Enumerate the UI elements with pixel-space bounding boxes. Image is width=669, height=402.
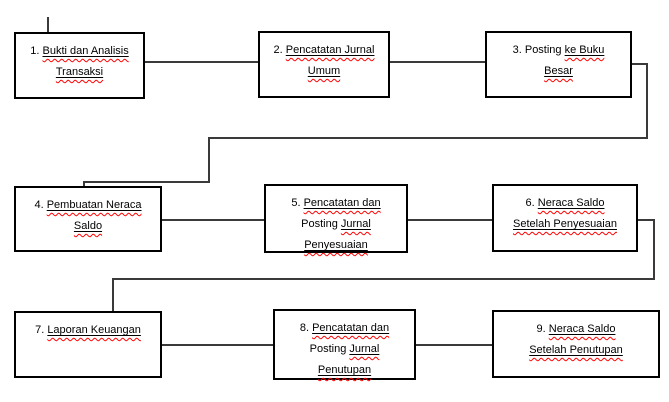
spellcheck-squiggle-text: Besar <box>544 65 573 77</box>
spellcheck-squiggle-text: Jurnal <box>340 218 371 230</box>
flow-box-text-line: Penutupan <box>275 360 414 381</box>
spellcheck-squiggle-text: Laporan Keuangan <box>47 324 141 336</box>
flow-box-text-line: Saldo <box>16 216 160 237</box>
flow-box-text-line: Posting Jurnal <box>266 214 406 235</box>
plain-text: 2. <box>273 44 286 56</box>
spellcheck-squiggle-text: Penutupan <box>317 364 372 376</box>
flow-box-7-laporan-keuangan[interactable]: 7. Laporan Keuangan <box>14 311 162 378</box>
underlined-misspelled-text: ke Buku <box>565 44 605 56</box>
underlined-misspelled-text: Pembuatan Neraca <box>47 199 142 211</box>
flow-box-text-line: 1. Bukti dan Analisis <box>16 41 143 62</box>
underlined-misspelled-text: Transaksi <box>56 66 103 78</box>
connector-6-7-seg2 <box>653 219 655 279</box>
flow-box-text-line: 8. Pencatatan dan <box>275 318 414 339</box>
underlined-misspelled-text: Pencatatan Jurnal <box>286 44 375 56</box>
underlined-misspelled-text: Jurnal <box>341 218 371 230</box>
plain-text: Posting <box>301 218 341 230</box>
flow-box-text-line: Transaksi <box>16 62 143 83</box>
flow-box-text-line: Penyesuaian <box>266 235 406 256</box>
spellcheck-squiggle-text: Pembuatan Neraca <box>46 199 142 211</box>
underlined-misspelled-text: Bukti dan Analisis <box>43 45 129 57</box>
underlined-misspelled-text: Laporan Keuangan <box>47 324 141 336</box>
underlined-misspelled-text: Besar <box>544 65 573 77</box>
connector-3-4-seg6 <box>83 181 85 187</box>
plain-text: 4. <box>34 199 47 211</box>
connector-6-7-seg3 <box>112 278 655 280</box>
spellcheck-squiggle-text: Setelah Penutupan <box>529 344 623 356</box>
flow-box-text-line: Posting Jurnal <box>275 339 414 360</box>
spellcheck-squiggle-text: ke Buku <box>564 44 605 56</box>
spellcheck-squiggle-text: Penyesuaian <box>304 239 368 251</box>
connector-1-2 <box>145 61 258 63</box>
spellcheck-squiggle-text: Pencatatan Jurnal <box>285 44 375 56</box>
spellcheck-squiggle-text: Neraca Saldo <box>548 323 616 335</box>
underlined-misspelled-text: Penyesuaian <box>304 239 368 251</box>
connector-5-6 <box>408 219 492 221</box>
plain-text: 3. Posting <box>512 44 565 56</box>
flow-box-text-line: Setelah Penutupan <box>494 340 658 361</box>
spellcheck-squiggle-text: Saldo <box>73 220 103 232</box>
spellcheck-squiggle-text: Transaksi <box>55 66 104 78</box>
flow-box-text-line: 9. Neraca Saldo <box>494 319 658 340</box>
connector-3-4-seg3 <box>208 137 648 139</box>
flow-box-text-line: 3. Posting ke Buku <box>487 40 630 61</box>
connector-8-9 <box>416 344 492 346</box>
flow-box-text-line: Besar <box>487 61 630 82</box>
underlined-misspelled-text: Penutupan <box>318 364 371 376</box>
connector-3-4-seg5 <box>83 181 210 183</box>
underlined-misspelled-text: Pencatatan dan <box>304 197 381 209</box>
underlined-misspelled-text: Neraca Saldo <box>538 197 605 209</box>
plain-text: 6. <box>525 197 538 209</box>
connector-3-4-seg4 <box>208 137 210 182</box>
connector-2-3 <box>390 61 485 63</box>
plain-text: 9. <box>536 323 549 335</box>
underlined-misspelled-text: Umum <box>308 65 340 77</box>
spellcheck-squiggle-text: Neraca Saldo <box>537 197 605 209</box>
underlined-misspelled-text: Jurnal <box>349 343 379 355</box>
underlined-misspelled-text: Neraca Saldo <box>549 323 616 335</box>
spellcheck-squiggle-text: Pencatatan dan <box>303 197 381 209</box>
flow-box-text-line: Setelah Penyesuaian <box>494 214 636 235</box>
underlined-misspelled-text: Pencatatan dan <box>312 322 389 334</box>
spellcheck-squiggle-text: Jurnal <box>349 343 380 355</box>
plain-text: 8. <box>299 322 313 334</box>
flow-box-text-line: 6. Neraca Saldo <box>494 193 636 214</box>
flow-box-text-line: Umum <box>260 61 388 82</box>
connector-6-7-seg1 <box>638 219 655 221</box>
spellcheck-squiggle-text: Setelah Penyesuaian <box>513 218 617 230</box>
underlined-misspelled-text: Setelah Penutupan <box>529 344 623 356</box>
spellcheck-squiggle-text: Pencatatan dan <box>312 322 390 334</box>
plain-text: 5. <box>291 197 304 209</box>
flow-box-text-line: 4. Pembuatan Neraca <box>16 195 160 216</box>
plain-text: 7. <box>35 324 48 336</box>
spellcheck-squiggle-text: Bukti dan Analisis <box>42 45 129 57</box>
connector-6-7-seg4 <box>112 278 114 311</box>
plain-text: 1. <box>30 45 43 57</box>
flow-box-text-line: 2. Pencatatan Jurnal <box>260 40 388 61</box>
underlined-misspelled-text: Setelah Penyesuaian <box>513 218 617 230</box>
connector-4-5 <box>162 219 264 221</box>
plain-text: Posting <box>309 343 350 355</box>
underlined-misspelled-text: Saldo <box>74 220 102 232</box>
entry-stub-line <box>47 17 49 33</box>
connector-3-4-seg2 <box>646 63 648 138</box>
spellcheck-squiggle-text: Umum <box>307 65 341 77</box>
connector-7-8 <box>162 344 273 346</box>
flow-box-text-line: 5. Pencatatan dan <box>266 193 406 214</box>
flow-box-text-line: 7. Laporan Keuangan <box>16 320 160 341</box>
connector-3-4-seg1 <box>632 63 648 65</box>
